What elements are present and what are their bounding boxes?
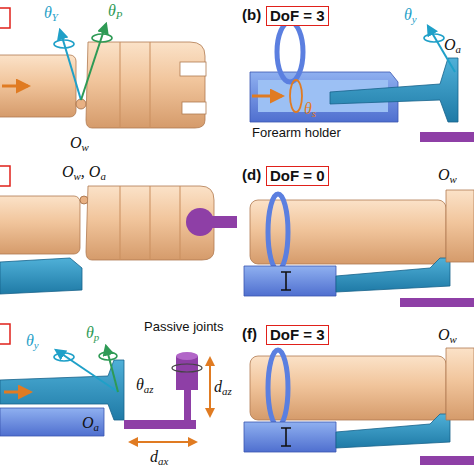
- forearm-holder: [0, 408, 104, 436]
- lock-symbol: [281, 272, 291, 290]
- holder-ring: [268, 194, 288, 270]
- panel-d: [244, 190, 474, 307]
- dof-tag-box: DoF = 3: [266, 6, 329, 26]
- dof-text: DoF = 0: [270, 167, 325, 184]
- panel-a: [0, 8, 206, 128]
- angle-symbol: θY: [44, 4, 58, 24]
- dof-text: DoF = 3: [270, 7, 325, 24]
- passive-joint: [176, 356, 198, 390]
- finger-groove: [120, 42, 150, 128]
- panel-f: [244, 348, 474, 465]
- dof-text: DoF = 3: [270, 326, 325, 343]
- angle-symbol: θp: [86, 324, 99, 344]
- hand: [86, 42, 205, 128]
- handle-bar: [420, 132, 474, 142]
- wrist-joint: [76, 99, 86, 109]
- dimension-label: daz: [214, 378, 232, 398]
- panel-c: [0, 166, 237, 294]
- angle-symbol: θy: [26, 332, 39, 352]
- dimension-label: dax: [150, 448, 168, 468]
- handle-bar: [400, 298, 474, 307]
- panel-tag: (b): [242, 7, 261, 24]
- exo-frame: [336, 414, 450, 448]
- origin-symbol: Oa: [82, 414, 99, 434]
- origin-symbol: Ow, Oa: [62, 163, 106, 183]
- angle-symbol: θy: [404, 6, 417, 26]
- rotation-arrow: [172, 364, 202, 372]
- part-label: Passive joints: [144, 320, 223, 334]
- part-label: Forearm holder: [252, 126, 341, 140]
- yaw-axis: [428, 26, 455, 72]
- origin-symbol: Ow: [70, 134, 89, 154]
- exo-frame: [336, 258, 450, 292]
- forearm: [0, 55, 76, 117]
- forearm: [250, 200, 446, 264]
- passive-link: [184, 386, 191, 422]
- hand: [446, 190, 474, 262]
- dof-tag-box: DoF = 3: [266, 325, 329, 345]
- rotation-arrow: [54, 40, 74, 48]
- handle-bar: [205, 216, 237, 228]
- wrist-joint: [80, 196, 88, 204]
- holder-ring: [277, 22, 303, 82]
- axis-arrow: [252, 95, 282, 98]
- panel-b: [250, 22, 474, 142]
- axis-arrow: [2, 85, 28, 88]
- exo-frame: [0, 360, 124, 420]
- forearm: [250, 356, 446, 420]
- forearm-holder: [244, 422, 336, 452]
- exo-frame: [330, 58, 458, 122]
- forearm: [0, 196, 80, 254]
- angle-symbol: θP: [108, 2, 123, 22]
- dimension-arrow: [209, 358, 211, 416]
- panel-tag: (d): [242, 167, 261, 184]
- panel-tag: (f): [242, 326, 257, 343]
- rotation-arrow: [290, 80, 302, 112]
- hand: [446, 348, 474, 420]
- exo-frame: [0, 258, 82, 294]
- hand-notch: [182, 102, 206, 114]
- dimension-arrow: [130, 441, 196, 443]
- rotation-arrow: [54, 353, 74, 361]
- angle-symbol: θs: [304, 100, 316, 120]
- forearm-holder: [244, 266, 336, 296]
- angle-symbol: θaz: [136, 376, 154, 396]
- panel-e: [0, 324, 210, 442]
- passive-joint-top: [176, 352, 198, 360]
- axis-arrow: [4, 391, 30, 394]
- origin-symbol: Oa: [444, 36, 461, 56]
- origin-symbol: Ow: [438, 326, 457, 346]
- origin-symbol: Ow: [438, 166, 457, 186]
- dof-tag-box: DoF = 0: [266, 166, 329, 186]
- handle-bar: [420, 456, 474, 465]
- lock-symbol: [281, 428, 291, 446]
- rotation-arrow: [99, 352, 117, 360]
- holder-ring: [268, 350, 288, 426]
- cropped-tag-box: [0, 324, 10, 344]
- cropped-tag-box: [0, 166, 10, 186]
- finger-groove: [120, 186, 180, 260]
- hand-notch: [180, 62, 206, 76]
- rotation-arrow: [92, 34, 112, 42]
- hand: [86, 186, 214, 260]
- rotation-arrow: [424, 34, 444, 42]
- cropped-tag-box: [0, 8, 10, 28]
